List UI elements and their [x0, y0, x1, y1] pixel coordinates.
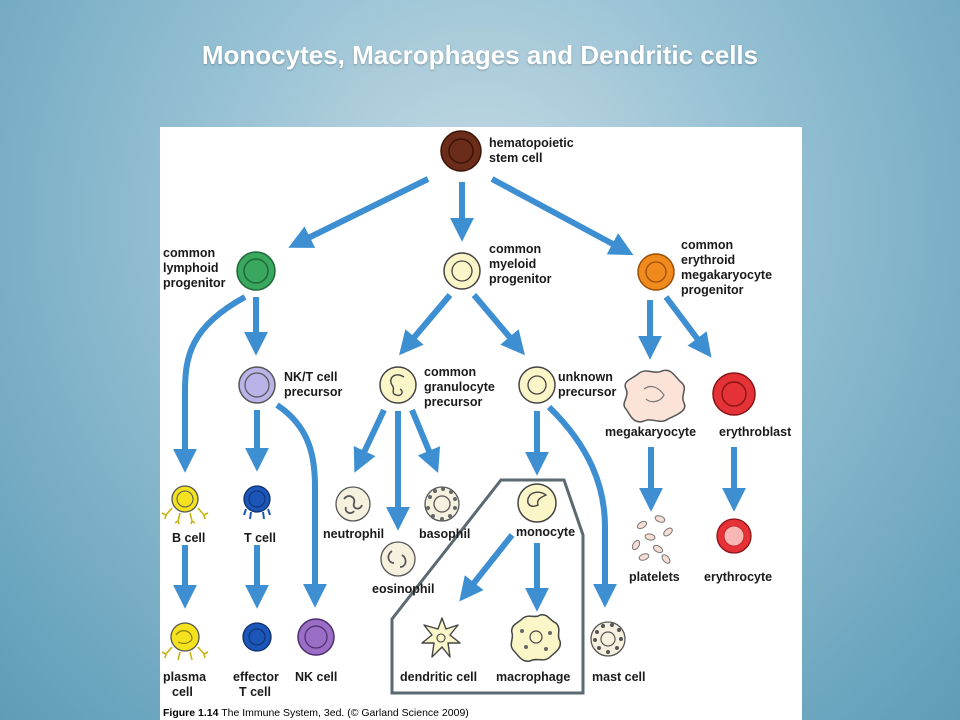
granulocyte-precursor-label: common granulocyte precursor [424, 365, 498, 409]
plasma-cell [161, 622, 209, 661]
erythrocyte-cell [716, 518, 752, 554]
plasma-cell-label: plasma cell [163, 670, 210, 699]
lymphoid-progenitor-cell [236, 251, 276, 291]
lymphoid-progenitor-label: common lymphoid progenitor [163, 246, 226, 290]
erythroid-progenitor-cell [637, 253, 675, 291]
eosinophil-cell [380, 541, 416, 577]
megakaryocyte-cell [623, 369, 686, 423]
monocyte-label: monocyte [516, 525, 575, 539]
nkcell-label: NK cell [295, 670, 337, 684]
dendritic-cell [421, 617, 461, 658]
slide-title: Monocytes, Macrophages and Dendritic cel… [201, 40, 759, 70]
mast-cell [590, 621, 626, 657]
myeloid-progenitor-label: common myeloid progenitor [489, 242, 552, 286]
arrow-stem-to-lymphoid [288, 176, 430, 248]
lineage-diagram: hematopoietic stem cell common lymphoid … [161, 130, 792, 719]
arrow-stem-to-erythroid [490, 176, 634, 256]
basophil-cell [424, 486, 460, 522]
neutrophil-label: neutrophil [323, 527, 384, 541]
bcell-cell [161, 485, 209, 525]
macrophage-label: macrophage [496, 670, 570, 684]
arrow-myeloid-to-unknown [471, 293, 525, 356]
platelets-cell [631, 515, 673, 564]
arrow-granulocyte-to-neutrophil [353, 408, 387, 473]
arrow-lymphoid-to-bcell [173, 294, 247, 473]
arrow-granulocyte-to-basophil [409, 408, 441, 473]
unknown-precursor-label: unknown precursor [558, 370, 616, 399]
erythroblast-cell [712, 372, 756, 416]
lineage-arrows [173, 176, 746, 612]
bcell-label: B cell [172, 531, 205, 545]
erythroid-progenitor-label: common erythroid megakaryocyte progenito… [681, 238, 776, 297]
monocyte-cell [517, 483, 557, 523]
effector-tcell-cell [242, 622, 272, 652]
arrow-unknown-to-mast [546, 404, 617, 608]
erythroblast-label: erythroblast [719, 425, 792, 439]
platelets-label: platelets [629, 570, 680, 584]
granulocyte-precursor-cell [379, 366, 417, 404]
myeloid-progenitor-cell [443, 252, 481, 290]
tcell-label: T cell [244, 531, 276, 545]
eosinophil-label: eosinophil [372, 582, 435, 596]
effector-tcell-label: effector T cell [233, 670, 282, 699]
nkt-precursor-label: NK/T cell precursor [284, 370, 342, 399]
figure-caption: Figure 1.14 The Immune System, 3ed. (© G… [163, 707, 469, 719]
nkcell-cell [297, 618, 335, 656]
megakaryocyte-label: megakaryocyte [605, 425, 696, 439]
nkt-precursor-cell [238, 366, 276, 404]
stem-cell [440, 130, 482, 172]
unknown-precursor-cell [518, 366, 556, 404]
arrow-erythroid-to-erythroblast [663, 295, 712, 358]
erythrocyte-label: erythrocyte [704, 570, 772, 584]
hematopoiesis-figure: hematopoietic stem cell common lymphoid … [160, 127, 802, 720]
arrow-nkt-to-nkcell [275, 402, 327, 608]
neutrophil-cell [335, 486, 371, 522]
arrow-monocyte-to-dendritic [459, 533, 515, 602]
monocyte-lineage-outline [390, 478, 585, 695]
basophil-label: basophil [419, 527, 470, 541]
arrow-myeloid-to-granulocyte [399, 293, 453, 356]
macrophage-cell [510, 613, 562, 663]
tcell-cell [243, 485, 271, 520]
dendritic-cell-label: dendritic cell [400, 670, 477, 684]
stem-cell-label: hematopoietic stem cell [489, 136, 577, 165]
mast-cell-label: mast cell [592, 670, 646, 684]
